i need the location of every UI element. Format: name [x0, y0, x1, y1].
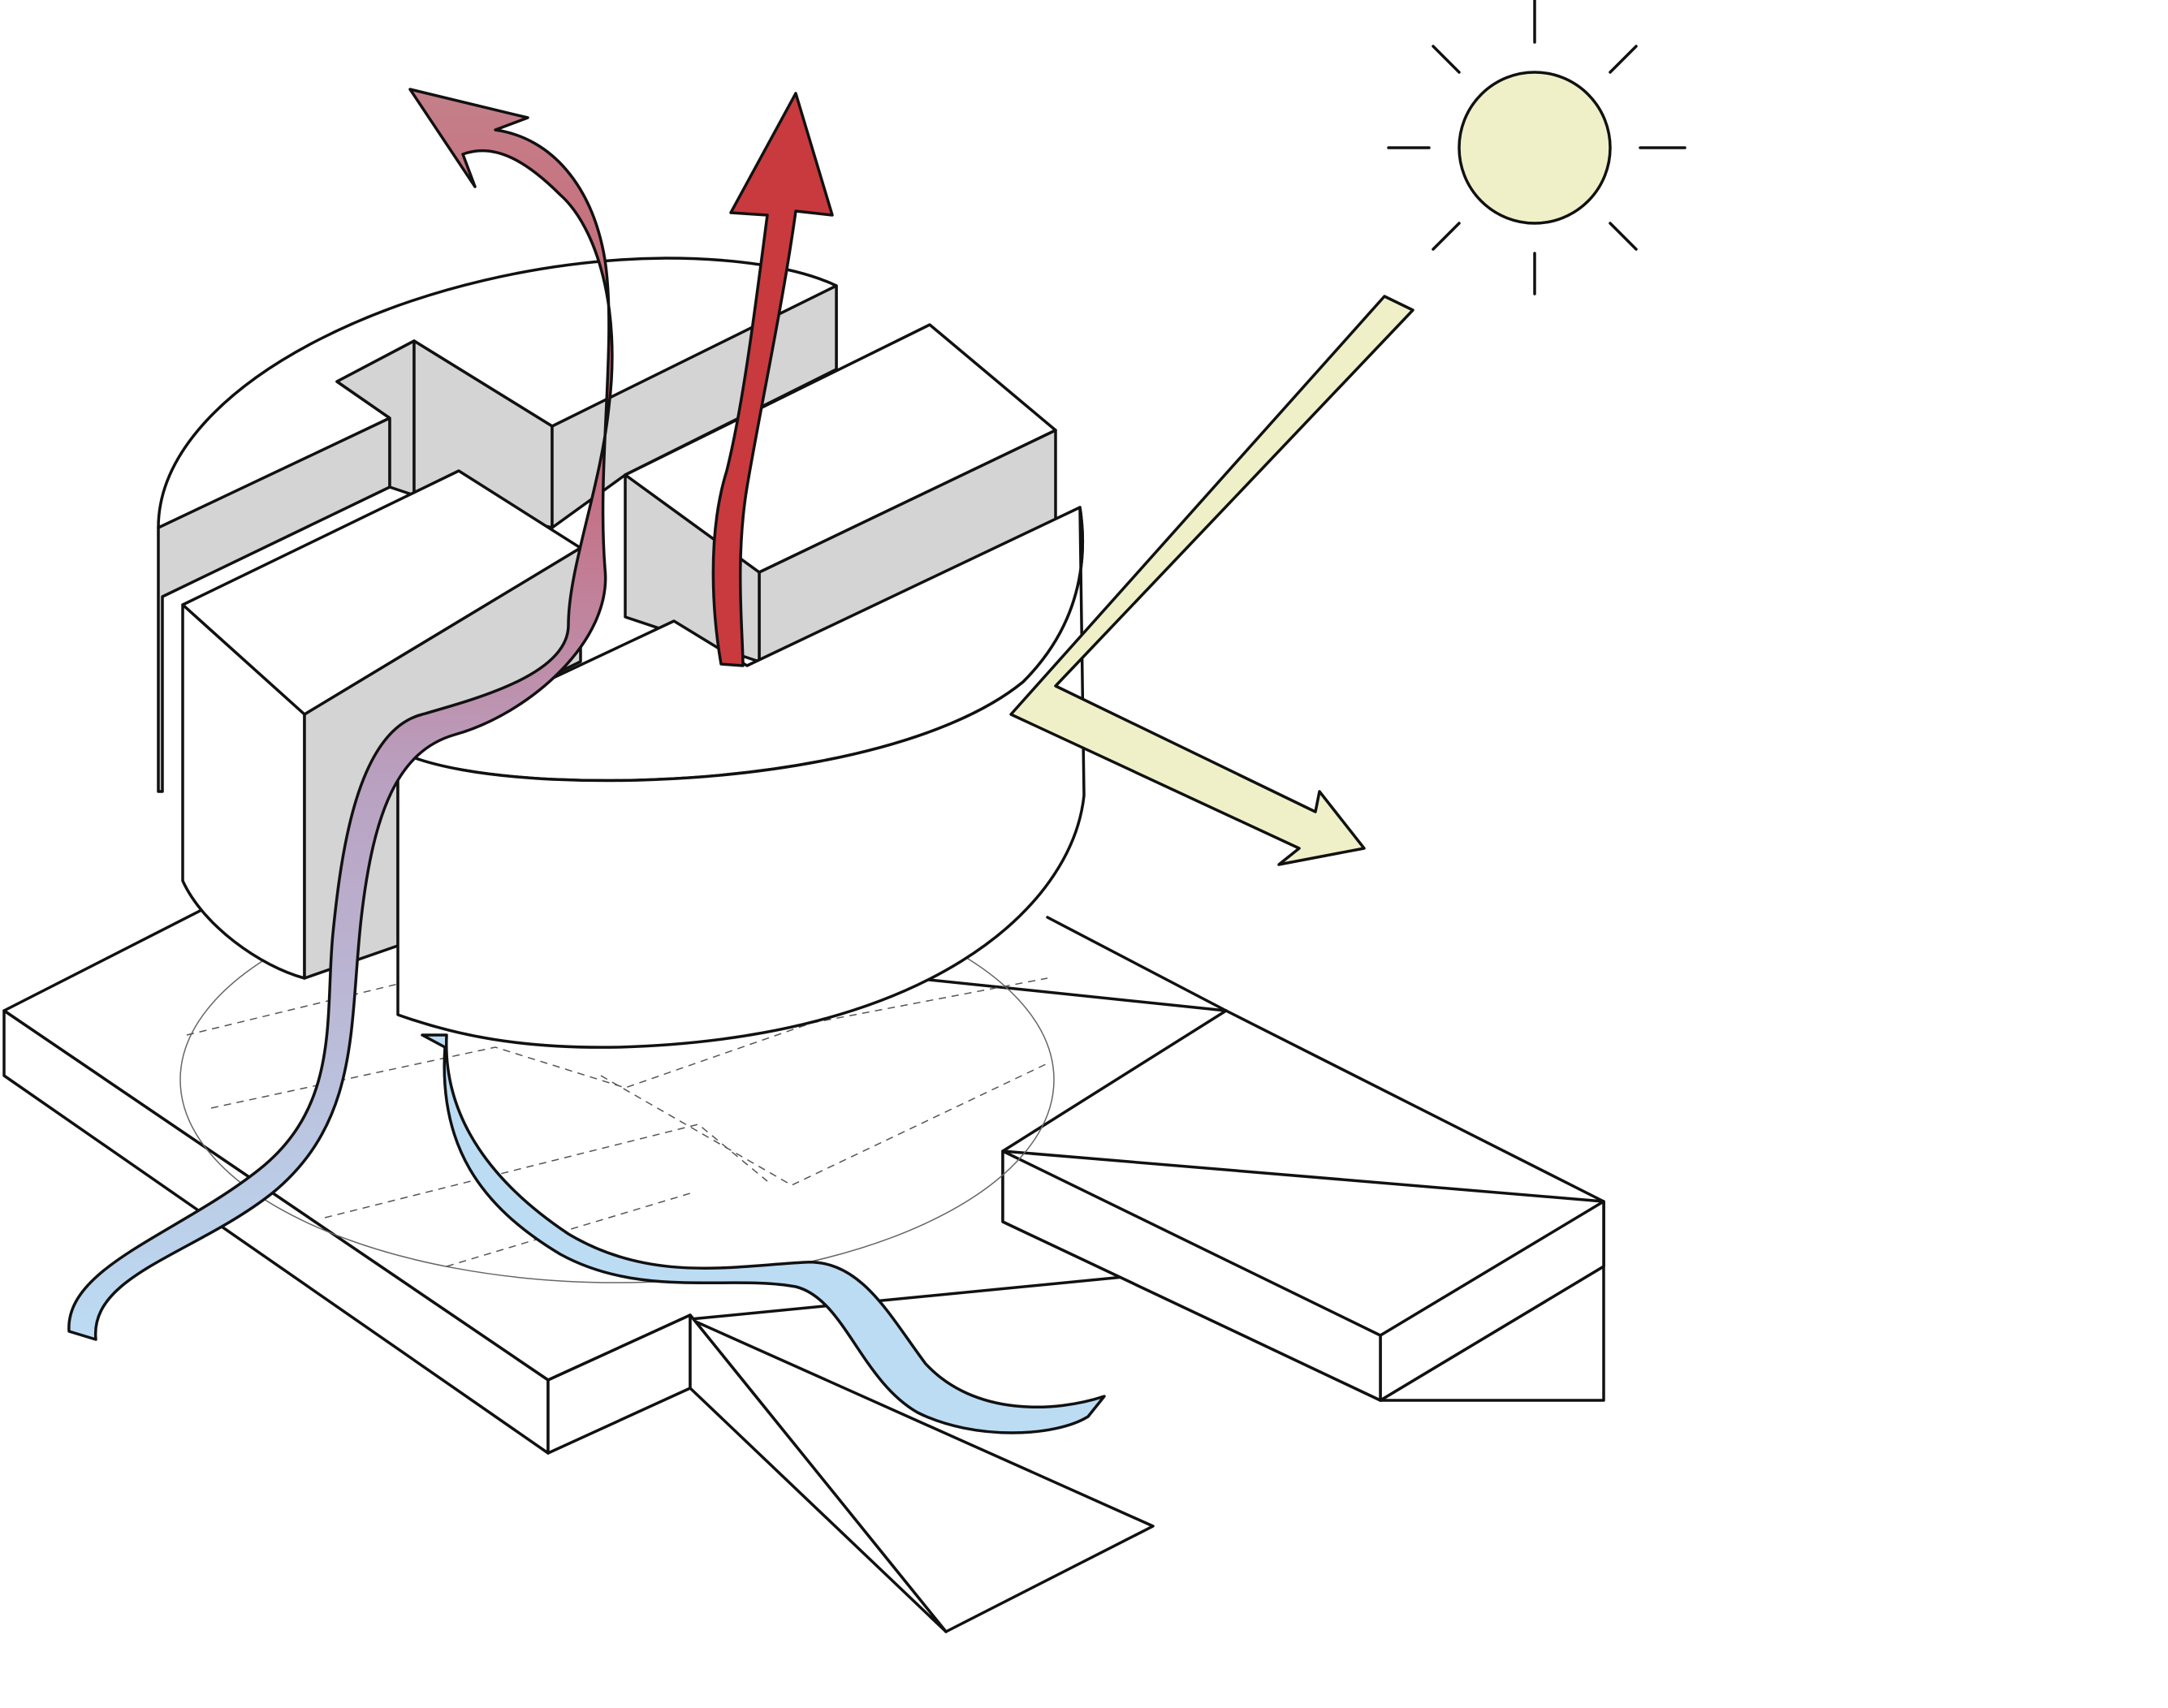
- sun-icon: [1388, 0, 1685, 294]
